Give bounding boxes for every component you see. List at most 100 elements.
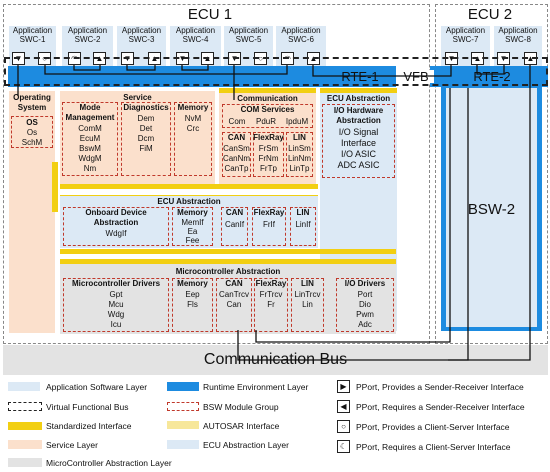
service-memory-title: Memory (177, 103, 209, 112)
ecuabs-memory-group[interactable] (172, 207, 213, 246)
ecuabs-memory-title: Memory (177, 208, 208, 217)
legend-swatch-rte (167, 382, 199, 391)
ecu2-title: ECU 2 (467, 6, 513, 23)
service-layer (60, 91, 215, 184)
module-cannm: CanNm (222, 154, 251, 163)
legend-service: Service Layer (46, 440, 98, 450)
module-frtp: FrTp (260, 164, 277, 173)
mcal-lin-title: LIN (301, 279, 314, 288)
module-pdur: PduR (255, 117, 276, 126)
module-ea: Ea (187, 227, 198, 236)
mcal-memory-title: Memory (177, 279, 208, 288)
mode-management-title-1: Mode (79, 103, 101, 112)
module-frtrcv: FrTrcv (259, 290, 283, 299)
io-drivers-group[interactable] (336, 278, 394, 332)
module-memif: MemIf (181, 218, 204, 227)
io-hw-title-1: I/O Hardware (333, 106, 384, 115)
legend-swatch-std (8, 422, 42, 430)
ecu1-frame (3, 4, 430, 344)
comm-flexray-group[interactable] (253, 132, 284, 177)
module-cansm: CanSm (223, 144, 250, 153)
module-mcu: Mcu (108, 300, 124, 309)
module-lintp: LinTp (289, 164, 310, 173)
comm-lin-group[interactable] (286, 132, 313, 177)
module-lin: Lin (302, 300, 313, 309)
module-dio: Dio (358, 300, 371, 309)
mcal-can-title: CAN (225, 279, 243, 288)
bsw2-label: BSW-2 (467, 201, 516, 218)
legend-p1: PPort, Provides a Sender-Receiver Interf… (356, 382, 524, 392)
vfb-frame (4, 57, 548, 86)
module-ipdum: IpduM (285, 117, 309, 126)
legend-pport-cs-provide-icon: ○ (337, 420, 350, 433)
legend-swatch-service (8, 440, 42, 449)
os-group[interactable] (11, 116, 53, 148)
io-hw-title-2: Abstraction (336, 116, 381, 125)
module-cantp: CanTp (224, 164, 249, 173)
mc-drivers-group[interactable] (63, 278, 169, 332)
ecuabs-can-group[interactable] (221, 207, 248, 246)
std-interface-ecuabs-bottom (60, 249, 396, 254)
legend-pport-sr-require-icon: ◀ (337, 400, 350, 413)
module-det: Det (139, 124, 153, 133)
module-frnm: FrNm (258, 154, 279, 163)
module-fr: Fr (267, 300, 275, 309)
mcal-lin-group[interactable] (291, 278, 324, 332)
mcal-memory-group[interactable] (172, 278, 213, 332)
legend-bswgroup: BSW Module Group (203, 402, 279, 412)
ecu-abstraction-top-title: ECU Abstraction (326, 94, 391, 103)
ecuabs-flexray-title: FlexRay (253, 208, 285, 217)
std-interface-vertical (52, 162, 58, 212)
io-hardware-abstraction-group[interactable] (322, 104, 395, 178)
ecuabs-lin-group[interactable] (290, 207, 316, 246)
onboard-device-group[interactable] (63, 207, 169, 246)
os-title-2: System (17, 103, 47, 112)
io-asic: I/O ASIC (340, 149, 376, 159)
rte1-bar (8, 66, 396, 87)
ecuabs-flexray-group[interactable] (252, 207, 286, 246)
service-title: Service (123, 93, 152, 102)
adc-asic: ADC ASIC (337, 160, 380, 170)
legend-rte: Runtime Environment Layer (203, 382, 309, 392)
ecuabs-lin-title: LIN (296, 208, 310, 217)
mcal-flexray-title: FlexRay (255, 279, 287, 288)
module-ecum: EcuM (79, 134, 101, 143)
module-linnm: LinNm (287, 154, 312, 163)
rte2-label: RTE-2 (473, 69, 511, 84)
com-services-group[interactable] (222, 104, 313, 128)
onboard-title-1: Onboard Device (85, 208, 147, 217)
comm-can-title: CAN (227, 133, 246, 142)
rte2-bar (430, 66, 548, 87)
legend-std: Standardized Interface (46, 421, 132, 431)
module-lintrcv: LinTrcv (294, 290, 321, 299)
mode-management-group[interactable] (62, 102, 118, 176)
communication-title: Communication (237, 94, 298, 103)
module-fee: Fee (185, 236, 200, 245)
ecuabs-can-title: CAN (225, 208, 244, 217)
module-frsm: FrSm (258, 144, 279, 153)
module-frif: FrIf (263, 220, 275, 229)
module-pwm: Pwm (356, 310, 374, 319)
legend-pport-cs-require-icon: ☾ (337, 440, 350, 453)
service-memory-group[interactable] (174, 102, 212, 176)
module-crc: Crc (186, 124, 200, 133)
bsw2-box (446, 88, 537, 327)
legend-autosar: AUTOSAR Interface (203, 421, 280, 431)
comm-can-group[interactable] (222, 132, 251, 177)
os-title-1: Operating (13, 93, 51, 102)
mcal-flexray-group[interactable] (254, 278, 288, 332)
mcal-can-group[interactable] (216, 278, 252, 332)
module-nm: Nm (83, 164, 97, 173)
module-wdg: Wdg (107, 310, 125, 319)
legend-p3: PPort, Provides a Client-Server Interfac… (356, 422, 510, 432)
mc-drivers-title: Microcontroller Drivers (71, 279, 161, 288)
mode-management-title-2: Management (65, 113, 115, 122)
legend-swatch-app (8, 382, 40, 391)
module-icu: Icu (110, 320, 122, 329)
io-drivers-title: I/O Drivers (344, 279, 386, 288)
ecu1-title: ECU 1 (187, 6, 233, 23)
onboard-title-2: Abstraction (93, 218, 139, 227)
module-adc: Adc (358, 320, 372, 329)
diagnostics-group[interactable] (121, 102, 171, 176)
